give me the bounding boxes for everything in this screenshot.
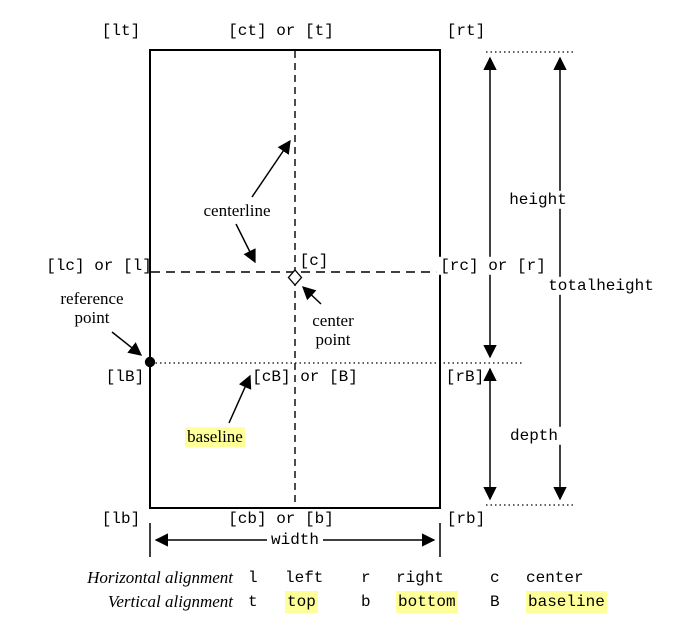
anchor-label-cb: [cb] or [b] (228, 509, 334, 528)
anchor-label-rb: [rb] (442, 509, 490, 529)
anchor-label-rB: [rB] (445, 367, 485, 386)
legend-v-value-top: top (285, 591, 318, 613)
reference-point-label: reference point (60, 289, 123, 327)
anchor-label-ct: [ct] or [t] (228, 21, 334, 40)
legend-h-key-c: c (490, 569, 500, 587)
legend-h-key-r: r (361, 569, 371, 587)
centerline-label: centerline (203, 201, 271, 221)
anchor-label-lb: [lb] (101, 509, 141, 528)
legend-h-value-left: left (285, 569, 324, 587)
depth-label: depth (505, 426, 563, 446)
anchor-label-lc: [lc] or [l] (46, 256, 152, 275)
box-outline (149, 49, 441, 509)
reference-point-arrow (111, 331, 143, 356)
legend-h-value-center: center (526, 569, 584, 587)
baseline-label: baseline (185, 427, 245, 447)
center-point-arrow (302, 286, 322, 305)
reference-point-label-line1: reference (60, 289, 124, 308)
anchor-label-lt: [lt] (101, 21, 141, 40)
legend-h-value-right: right (396, 569, 445, 587)
centerline-arrow-lower (235, 223, 256, 264)
vertical-alignment-legend-label: Vertical alignment (107, 592, 233, 611)
legend-v-value-baseline: baseline (526, 591, 607, 613)
baseline-arrow (228, 374, 252, 424)
anchor-label-rc: [rc] or [r] (436, 256, 550, 276)
legend-v-key-B: B (490, 593, 500, 611)
legend-v-key-t: t (248, 593, 258, 611)
height-label: height (505, 190, 571, 210)
legend-v-value-bottom: bottom (396, 591, 458, 613)
centerline-arrow-upper (251, 139, 291, 198)
anchor-label-rt: [rt] (442, 21, 490, 41)
reference-point-label-line2: point (74, 308, 110, 327)
legend-v-key-b: b (361, 593, 371, 611)
anchor-label-lB: [lB] (105, 367, 145, 386)
reference-point-dot (144, 356, 156, 368)
anchor-label-cB: [cB] or [B] (252, 367, 358, 386)
horizontal-alignment-legend-label: Horizontal alignment (87, 568, 233, 587)
legend-h-key-l: l (248, 569, 258, 587)
width-label: width (266, 530, 324, 550)
center-point-label-line1: center (312, 311, 354, 330)
center-point-label-line2: point (315, 330, 351, 349)
center-point-label: center point (312, 311, 354, 349)
totalheight-label: totalheight (544, 276, 658, 296)
center-point-diamond (287, 269, 303, 286)
anchor-label-c: [c] (299, 251, 329, 270)
